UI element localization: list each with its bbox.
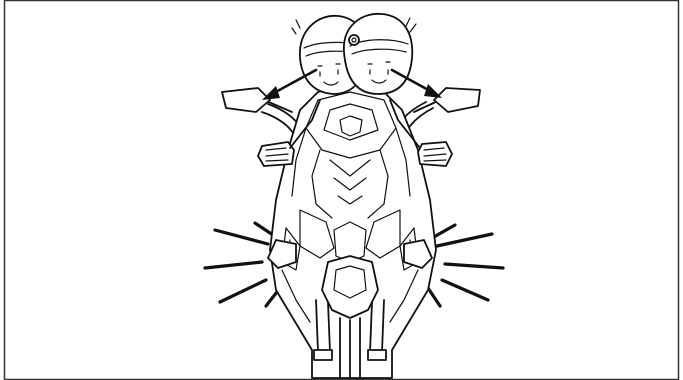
passenger-helmet-icon bbox=[344, 14, 416, 94]
look-left-arrow bbox=[262, 70, 316, 100]
right-turn-signal-rays bbox=[428, 225, 503, 306]
left-mirror-icon bbox=[222, 88, 292, 112]
right-mirror-icon bbox=[414, 88, 480, 112]
left-turn-signal-rays bbox=[205, 223, 280, 306]
motorcycle-body bbox=[262, 84, 436, 378]
